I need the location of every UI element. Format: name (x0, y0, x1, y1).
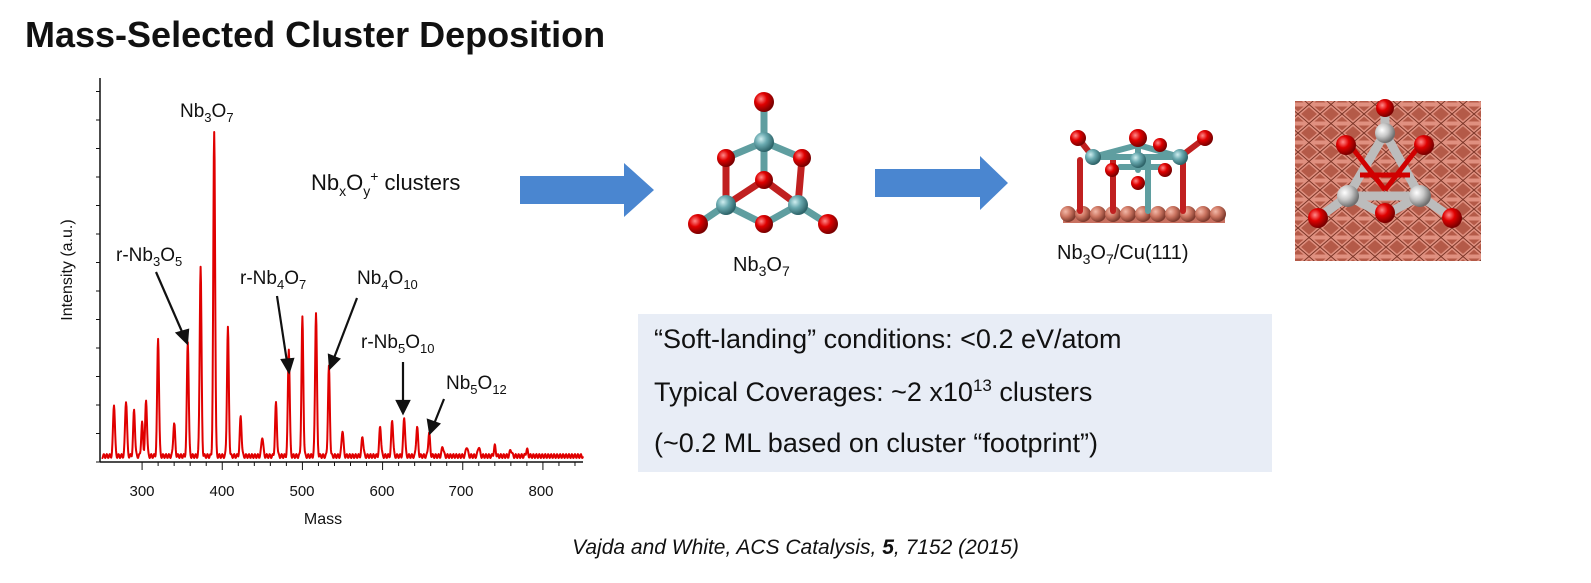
oxygen-atom (818, 214, 838, 234)
pointer-arrowhead (327, 353, 341, 371)
copper-surface-row (1060, 206, 1226, 222)
citation: Vajda and White, ACS Catalysis, 5, 7152 … (0, 536, 1591, 560)
page-title: Mass-Selected Cluster Deposition (25, 14, 606, 55)
oxygen-atom (1376, 99, 1394, 117)
process-arrow-1 (520, 163, 654, 217)
pointer-arrowhead (174, 328, 190, 346)
oxygen-atom (793, 149, 811, 167)
niobium-atom (1085, 149, 1101, 165)
citation-volume: 5 (882, 536, 894, 559)
pointer-arrow-nb4o10 (332, 297, 359, 359)
coverage-unit: clusters (991, 377, 1093, 407)
footprint-line: (~0.2 ML based on cluster “footprint”) (654, 428, 1098, 458)
process-arrow-2 (875, 156, 1008, 210)
x-tick-label: 600 (369, 483, 394, 500)
x-axis-tick-labels: 300 400 500 600 700 800 (129, 483, 553, 500)
x-tick-label: 400 (209, 483, 234, 500)
copper-atom (1090, 206, 1106, 222)
oxygen-atom (1105, 163, 1119, 177)
niobium-atom (1130, 152, 1146, 168)
peak-label-r-nb3o5: r-Nb3O5 (116, 245, 182, 269)
niobium-atom (716, 195, 736, 215)
oxygen-atom (1336, 135, 1356, 155)
peak-label-nb3o7: Nb3O7 (180, 101, 234, 125)
oxygen-atom (1375, 203, 1395, 223)
oxygen-atom (1131, 176, 1145, 190)
niobium-atom (1409, 185, 1431, 207)
mass-spectrum: 300 400 500 600 700 800 Mass Intensity (… (59, 78, 584, 528)
oxygen-atom (755, 171, 773, 189)
x-tick-label: 500 (289, 483, 314, 500)
pointer-arrow-nb5o12 (432, 398, 446, 425)
cluster-label: Nb3O7 (733, 254, 790, 279)
pointer-arrowhead (280, 357, 295, 375)
oxygen-atom (688, 214, 708, 234)
pointer-arrowhead (395, 399, 411, 416)
oxygen-atom (755, 215, 773, 233)
oxygen-atom (1129, 129, 1147, 147)
copper-atom (1060, 206, 1076, 222)
x-axis-minor-ticks (141, 462, 576, 470)
copper-atom (1150, 206, 1166, 222)
peak-label-r-nb4o7: r-Nb4O7 (240, 268, 306, 292)
oxygen-atom (1158, 163, 1172, 177)
pointer-arrow-r-nb4o7 (275, 295, 289, 363)
oxygen-atom (1308, 208, 1328, 228)
pointer-arrowhead (426, 418, 441, 436)
niobium-atom (788, 195, 808, 215)
copper-atom (1165, 206, 1181, 222)
y-axis-ticks (96, 91, 100, 463)
surface-label: Nb3O7/Cu(111) (1057, 242, 1189, 267)
oxygen-atom (1442, 208, 1462, 228)
peak-label-r-nb5o10: r-Nb5O10 (361, 332, 434, 356)
oxygen-atom (1414, 135, 1434, 155)
coverage-text: Typical Coverages: ~2 x10 (654, 377, 973, 407)
niobium-atom (1375, 123, 1395, 143)
pointer-arrow-r-nb3o5 (154, 271, 185, 335)
copper-atom (1195, 206, 1211, 222)
peak-label-nb4o10: Nb4O10 (357, 268, 418, 292)
oxygen-atom (1153, 138, 1167, 152)
cluster-beam-label: NbxOy+ clusters (311, 168, 460, 199)
niobium-atom (1172, 149, 1188, 165)
nb3o7-on-cu111-side-view (1060, 129, 1226, 223)
deposition-conditions-box: “Soft-landing” conditions: <0.2 eV/atom … (638, 314, 1272, 472)
soft-landing-line: “Soft-landing” conditions: <0.2 eV/atom (654, 324, 1122, 354)
x-tick-label: 800 (528, 483, 553, 500)
oxygen-atom (1070, 130, 1086, 146)
nb3o7-on-cu111-top-view (1295, 99, 1481, 261)
peak-label-nb5o12: Nb5O12 (446, 373, 507, 397)
peak-pointer-arrows (154, 271, 446, 436)
citation-pages: , 7152 (2015) (893, 536, 1019, 559)
oxygen-atom (1197, 130, 1213, 146)
oxygen-atom (717, 149, 735, 167)
niobium-atom (754, 132, 774, 152)
copper-atom (1210, 206, 1226, 222)
oxygen-atom (754, 92, 774, 112)
x-tick-label: 300 (129, 483, 154, 500)
x-tick-label: 700 (448, 483, 473, 500)
x-axis-label: Mass (304, 511, 342, 528)
copper-atom (1120, 206, 1136, 222)
niobium-atom (1337, 185, 1359, 207)
coverage-line: Typical Coverages: ~2 x1013 clusters (654, 376, 1092, 408)
citation-authors: Vajda and White, ACS Catalysis, (572, 536, 883, 559)
nb3o7-cluster-model (688, 92, 838, 234)
spectrum-line (101, 131, 584, 459)
coverage-exponent: 13 (972, 376, 992, 395)
y-axis-label: Intensity (a.u.) (59, 219, 76, 320)
